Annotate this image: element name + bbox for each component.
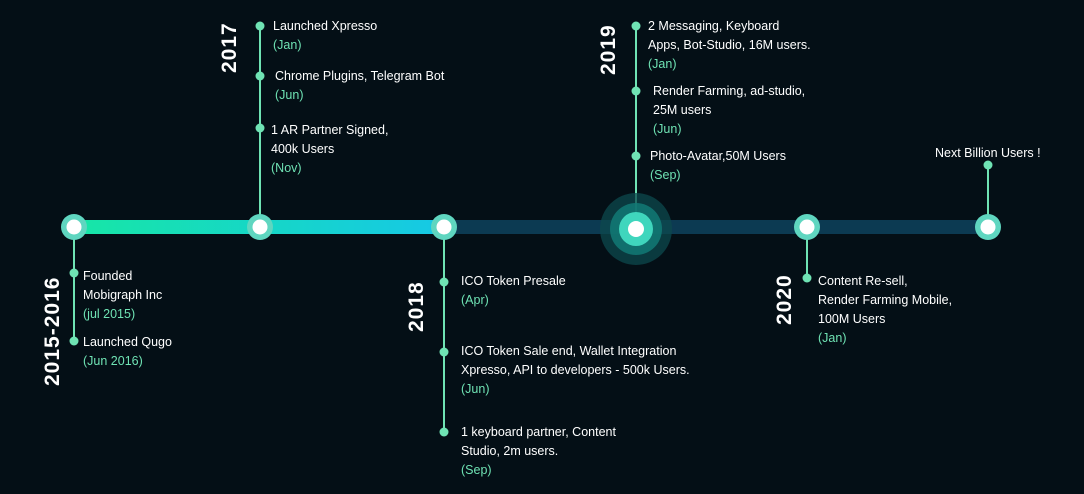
event-date: (Jun) <box>275 88 304 102</box>
event-date: (Jan) <box>273 38 302 52</box>
milestone-node-2019-current <box>600 193 672 265</box>
event-ico-presale: ICO Token Presale (Apr) <box>461 272 566 310</box>
event-text: Founded <box>83 269 133 283</box>
event-launched-qugo: Launched Qugo (Jun 2016) <box>83 333 172 371</box>
milestone-node-2015-2016 <box>61 214 87 240</box>
event-date: (Sep) <box>461 463 492 477</box>
event-render-farming: Render Farming, ad-studio, 25M users (Ju… <box>653 82 805 139</box>
bullet-dot <box>802 273 812 283</box>
bullet-dot <box>439 427 449 437</box>
year-label-2018: 2018 <box>405 281 428 332</box>
bullet-dot <box>631 151 641 161</box>
year-label-2017: 2017 <box>218 22 241 73</box>
event-text: 100M Users <box>818 312 886 326</box>
event-date: (Apr) <box>461 293 489 307</box>
event-text: 2 Messaging, Keyboard <box>648 19 780 33</box>
event-text: Apps, Bot-Studio, 16M users. <box>648 38 811 52</box>
event-text: ICO Token Presale <box>461 274 566 288</box>
event-keyboard-partner: 1 keyboard partner, Content Studio, 2m u… <box>461 423 616 480</box>
event-launched-xpresso: Launched Xpresso (Jan) <box>273 17 377 55</box>
year-label-2015-2016: 2015-2016 <box>41 276 64 386</box>
bullet-dot <box>439 347 449 357</box>
future-label: Next Billion Users ! <box>935 146 1041 160</box>
event-text: Launched Xpresso <box>273 19 378 33</box>
event-text: Mobigraph Inc <box>83 288 163 302</box>
event-text: Chrome Plugins, Telegram Bot <box>275 69 445 83</box>
event-text: Launched Qugo <box>83 335 172 349</box>
bullet-dot <box>69 336 79 346</box>
event-text: Render Farming Mobile, <box>818 293 953 307</box>
bullet-dot <box>983 160 993 170</box>
event-date: (Jun) <box>653 122 682 136</box>
event-ico-sale-end: ICO Token Sale end, Wallet Integration X… <box>461 342 690 399</box>
event-text: ICO Token Sale end, Wallet Integration <box>461 344 677 358</box>
event-text: 25M users <box>653 103 712 117</box>
milestone-node-2020 <box>794 214 820 240</box>
event-date: (Sep) <box>650 168 681 182</box>
bullet-dot <box>255 71 265 81</box>
event-text: Xpresso, API to developers - 500k Users. <box>461 363 690 377</box>
milestone-node-2017 <box>247 214 273 240</box>
event-messaging-apps: 2 Messaging, Keyboard Apps, Bot-Studio, … <box>648 17 811 74</box>
event-text: 1 keyboard partner, Content <box>461 425 616 439</box>
event-content-resell: Content Re-sell, Render Farming Mobile, … <box>818 272 952 348</box>
event-ar-partner: 1 AR Partner Signed, 400k Users (Nov) <box>271 121 388 178</box>
bullet-dot <box>255 123 265 133</box>
event-text: Content Re-sell, <box>818 274 908 288</box>
event-date: (Jun) <box>461 382 490 396</box>
bullet-dot <box>631 86 641 96</box>
event-text: 1 AR Partner Signed, <box>271 123 389 137</box>
milestone-node-2018 <box>431 214 457 240</box>
event-text: Studio, 2m users. <box>461 444 559 458</box>
event-date: (Jan) <box>818 331 847 345</box>
year-label-2020: 2020 <box>773 274 796 325</box>
bullet-dot <box>439 277 449 287</box>
event-founded: Founded Mobigraph Inc (jul 2015) <box>83 267 162 324</box>
event-date: (Jun 2016) <box>83 354 143 368</box>
event-date: (jul 2015) <box>83 307 136 321</box>
milestone-node-future <box>975 214 1001 240</box>
bullet-dot <box>255 21 265 31</box>
year-label-2019: 2019 <box>597 24 620 75</box>
event-photo-avatar: Photo-Avatar,50M Users (Sep) <box>650 147 786 185</box>
event-date: (Nov) <box>271 161 302 175</box>
event-date: (Jan) <box>648 57 677 71</box>
event-text: Photo-Avatar,50M Users <box>650 149 786 163</box>
event-text: 400k Users <box>271 142 335 156</box>
event-text: Render Farming, ad-studio, <box>653 84 806 98</box>
bullet-dot <box>631 21 641 31</box>
bullet-dot <box>69 268 79 278</box>
event-chrome-plugins: Chrome Plugins, Telegram Bot (Jun) <box>275 67 444 105</box>
